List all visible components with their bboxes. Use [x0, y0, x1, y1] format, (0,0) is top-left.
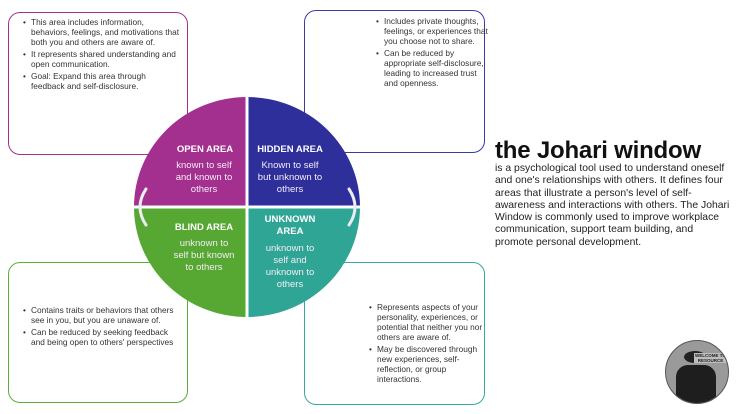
unknown-area-description-box: Represents aspects of your personality, … [304, 262, 485, 405]
hidden-area-line: Known to self [261, 160, 318, 171]
unknown-area-line: others [277, 279, 304, 290]
bullet: Can be reduced by appropriate self-discl… [376, 48, 489, 88]
bullet: Contains traits or behaviors that others… [23, 305, 181, 325]
blind-area-line: self but known [174, 250, 235, 261]
unknown-area-line: unknown to [266, 267, 315, 278]
open-area-line: others [191, 184, 218, 195]
blind-area-title: BLIND AREA [175, 222, 233, 233]
unknown-area-title: UNKNOWN [265, 214, 316, 225]
right-arrow-icon [347, 187, 357, 227]
open-area-quadrant [134, 97, 247, 207]
unknown-area-quadrant [247, 207, 360, 317]
bullet: This area includes information, behavior… [23, 17, 181, 47]
blind-area-line: unknown to [180, 238, 229, 249]
open-area-line: known to self [176, 160, 232, 171]
blind-area-quadrant [134, 207, 247, 317]
bullet: It represents shared understanding and o… [23, 49, 181, 69]
avatar: WELCOME TO RESOURCE [665, 340, 729, 404]
hidden-area-title: HIDDEN AREA [257, 144, 323, 155]
description-text: is a psychological tool used to understa… [495, 163, 730, 248]
unknown-area-line: unknown to [266, 243, 315, 254]
bullet: Represents aspects of your personality, … [369, 302, 492, 342]
badge-line: WELCOME TO [695, 353, 726, 358]
open-area-line: and known to [176, 172, 233, 183]
bullet: May be discovered through new experience… [369, 344, 492, 384]
unknown-area-title: AREA [277, 226, 304, 237]
blind-area-line: to others [186, 262, 223, 273]
hidden-area-description-box: Includes private thoughts, feelings, or … [304, 10, 488, 153]
bullet: Goal: Expand this area through feedback … [23, 71, 181, 91]
hidden-area-line: others [277, 184, 304, 195]
person-silhouette [676, 365, 716, 403]
page-title: the Johari window [495, 137, 701, 164]
badge-line: RESOURCE [697, 358, 724, 363]
hidden-area-line: but unknown to [258, 172, 322, 183]
bullet: Includes private thoughts, feelings, or … [376, 16, 489, 46]
open-area-title: OPEN AREA [177, 144, 233, 155]
left-arrow-icon [138, 187, 148, 227]
hidden-area-quadrant [247, 97, 360, 207]
blind-area-description-box: Contains traits or behaviors that others… [8, 262, 188, 403]
bullet: Can be reduced by seeking feedback and b… [23, 327, 181, 347]
unknown-area-line: self and [273, 255, 306, 266]
open-area-description-box: This area includes information, behavior… [8, 12, 188, 155]
avatar-badge: WELCOME TO RESOURCE [694, 353, 727, 363]
